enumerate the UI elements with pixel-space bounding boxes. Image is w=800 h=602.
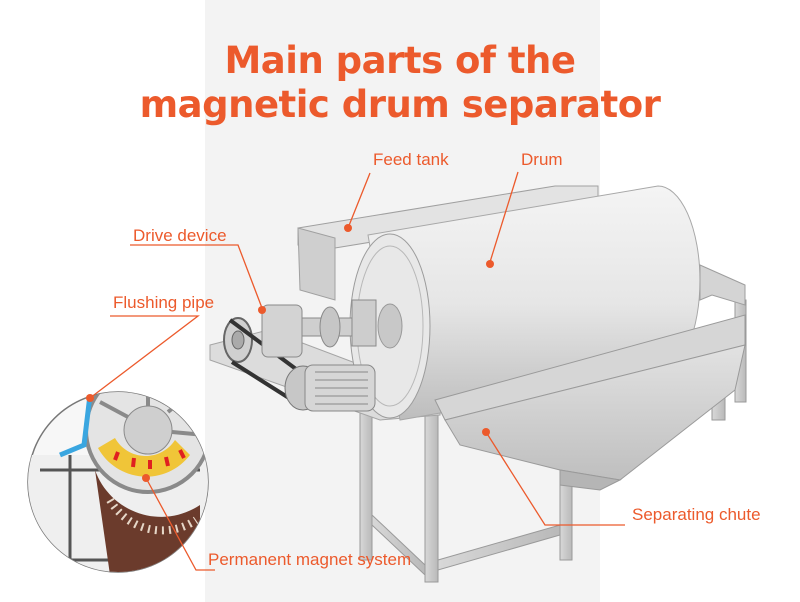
flushing-pipe: [59, 394, 93, 458]
magnet-detail-inset: [27, 391, 209, 573]
drive-device: [223, 299, 377, 412]
label-separating-chute: Separating chute: [632, 505, 761, 524]
label-permanent-magnet-system: Permanent magnet system: [208, 550, 412, 569]
callout-dots: [86, 224, 494, 482]
drum-side-support: [699, 264, 746, 306]
title-line-2: magnetic drum separator: [139, 83, 661, 126]
separating-chute: [434, 314, 746, 491]
label-drum: Drum: [521, 150, 563, 169]
label-feed-tank: Feed tank: [373, 150, 449, 169]
feed-tank: [297, 185, 599, 301]
label-drive-device: Drive device: [133, 226, 227, 245]
label-flushing-pipe: Flushing pipe: [113, 293, 215, 312]
title-line-1: Main parts of the: [224, 39, 576, 82]
callout-lines: [89, 171, 625, 571]
